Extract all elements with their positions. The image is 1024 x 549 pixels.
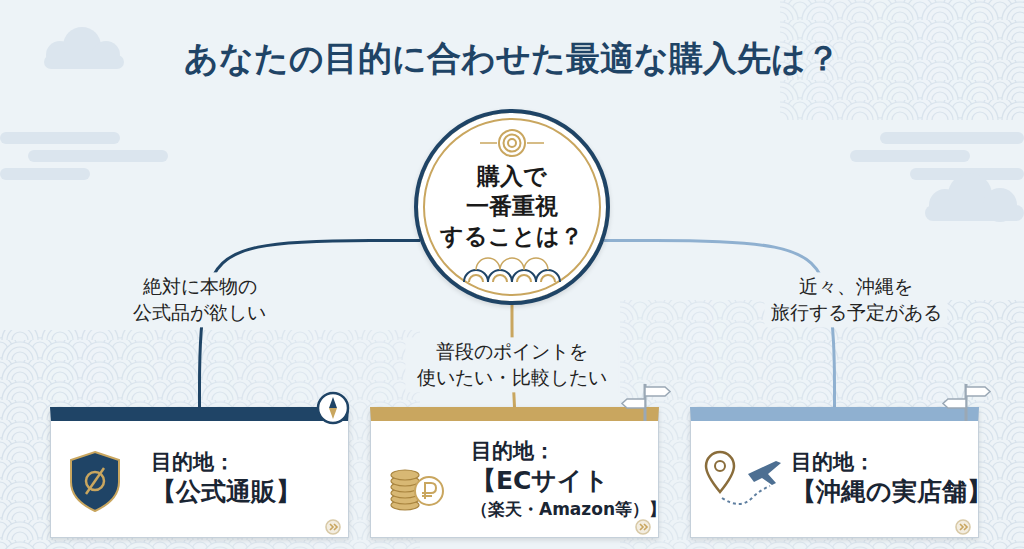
wave-pattern [620, 300, 1024, 549]
destination-heading: 目的地： [791, 449, 962, 476]
destination-name: （楽天・Amazon等）】 [471, 498, 642, 520]
destination-name: 【沖縄の実店舗】 [791, 476, 962, 509]
signpost-icon [622, 384, 990, 421]
circle-ornament [480, 130, 544, 156]
edge-label: 近々、沖縄を 旅行する予定がある [765, 272, 948, 327]
destination-name: 【公式通販】 [151, 476, 332, 509]
chevron-mark [326, 520, 970, 534]
question-text: 購入で 一番重視 することは？ [436, 162, 588, 252]
compass-icon [318, 393, 348, 423]
destination-box: 目的地：【沖縄の実店舗】 [690, 407, 979, 538]
title: あなたの目的に合わせた最適な購入先は？ [0, 38, 1024, 79]
destination-name: 【ECサイト [471, 465, 642, 498]
question-circle: 購入で 一番重視 することは？ [414, 109, 610, 305]
edge-label: 普段のポイントを 使いたい・比較したい [405, 337, 618, 392]
destination-box: 目的地：【ECサイト（楽天・Amazon等）】 [370, 407, 659, 538]
circle-waves [464, 258, 560, 282]
wave-pattern [0, 330, 420, 549]
travel-icon [706, 452, 781, 504]
destination-heading: 目的地： [151, 449, 332, 476]
destination-heading: 目的地： [471, 438, 642, 465]
destination-box: 目的地：【公式通販】 [50, 407, 349, 538]
coins-icon [391, 470, 443, 510]
shield-icon [71, 452, 119, 511]
edge-label: 絶対に本物の 公式品が欲しい [122, 272, 278, 327]
